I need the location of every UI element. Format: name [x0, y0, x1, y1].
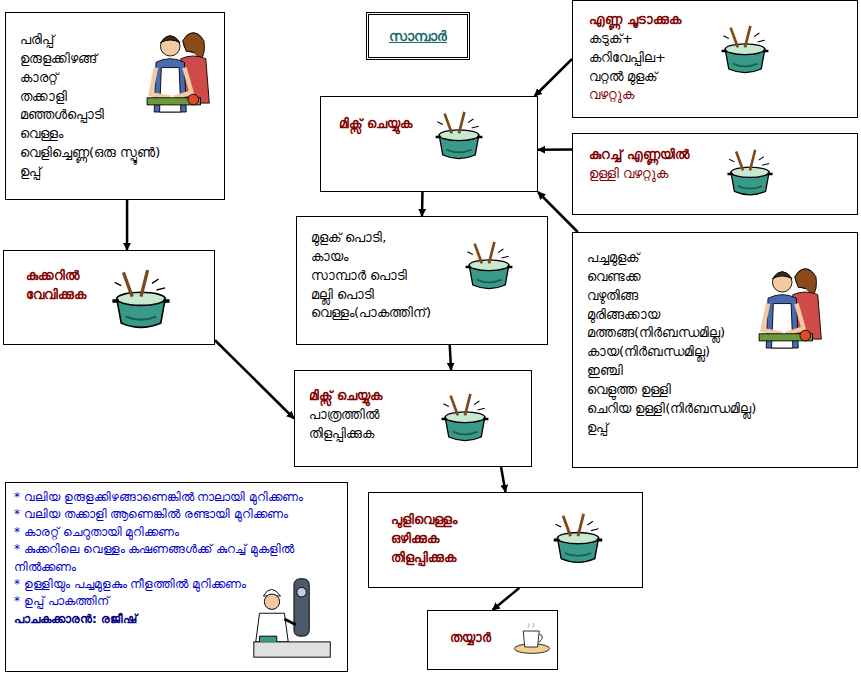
step-text: * കാരറ്റ് ചെറുതായി മുറിക്കണം — [14, 524, 339, 541]
cooking-couple — [759, 269, 821, 348]
step-text: പാത്രത്തിൽ തിളപ്പിക്കുക — [309, 406, 421, 444]
cook-icon — [254, 579, 330, 657]
step-box: പരിപ്പ്ഉരുളക്കിഴങ്ങ്കാരറ്റ്തക്കാളിമഞ്ഞൾപ… — [5, 12, 225, 200]
step-box: കുക്കറിൽ വേവിക്കുക — [3, 250, 215, 345]
step-box: എണ്ണ ചൂടാക്കുകകടുക്+കറിവേപ്പില+വറ്റൽ മുള… — [572, 0, 858, 118]
step-text: മഞ്ഞൾപ്പൊടി — [20, 106, 216, 125]
step-box: മിക്സ് ചെയ്യുകപാത്രത്തിൽ തിളപ്പിക്കുക — [294, 370, 532, 467]
step-box: പച്ചമുളക്വെണ്ടക്കവഴുതിങ്ങമുരിങ്ങക്കായമത്… — [572, 232, 858, 468]
ready-icon — [514, 623, 549, 653]
step-text: വെളിച്ചെണ്ണ(ഒരു സ്പൂൺ) — [20, 144, 216, 163]
step-text: പാചകക്കാരൻ: രജീഷ് — [14, 611, 339, 628]
flow-arrow — [450, 345, 451, 370]
step-text: വെള്ളം(പാകത്തിന്) — [311, 304, 467, 323]
step-text: മത്തങ്ങ(നിർബന്ധമില്ല) — [587, 324, 849, 343]
flow-arrow — [535, 59, 572, 96]
step-box: മിക്സ് ചെയ്യുക — [320, 96, 538, 192]
step-text: പുളിവെള്ളം ഒഴിക്കുക തിളപ്പിക്കുക — [391, 511, 482, 568]
step-text: ഉപ്പ് — [587, 419, 849, 438]
step-text: * ഉപ്പ് പാകത്തിന് — [14, 593, 339, 610]
diagram-title: സാമ്പാർ — [389, 26, 447, 46]
pot-icon — [466, 242, 513, 289]
step-text: തയ്യാർ — [450, 629, 505, 648]
step-box: മുളക് പൊടി,കായംസാമ്പാർ പൊടിമല്ലി പൊടിവെള… — [296, 216, 548, 345]
title-box: സാമ്പാർ — [366, 12, 470, 60]
step-text: മിക്സ് ചെയ്യുക — [339, 115, 427, 134]
flow-arrow — [538, 148, 572, 151]
step-text: കാരറ്റ് — [20, 69, 216, 88]
step-text: കുറച്ച് എണ്ണയിൽ — [589, 146, 737, 165]
step-text: തക്കാളി — [20, 88, 216, 107]
step-text: വഴുതിങ്ങ — [587, 287, 849, 306]
pot-icon — [442, 394, 489, 441]
step-text: പരിപ്പ് — [20, 31, 216, 50]
step-text: ഉപ്പ് — [20, 163, 216, 182]
pot-icon — [436, 112, 483, 159]
flow-arrow — [126, 200, 129, 250]
step-text: മിക്സ് ചെയ്യുക — [309, 387, 421, 406]
step-box: * വലിയ ഉരുളക്കിഴങ്ങാണെങ്കിൽ നാലായി മുറിക… — [5, 482, 348, 672]
cooking-couple — [147, 33, 209, 112]
step-box: തയ്യാർ — [427, 610, 558, 670]
step-text: സാമ്പാർ പൊടി — [311, 267, 467, 286]
step-text: മുളക് പൊടി, — [311, 229, 467, 248]
step-text: വെളുത്ത ഉള്ളി — [587, 381, 849, 400]
step-text: ഇഞ്ചി — [587, 362, 849, 381]
pot-icon — [554, 514, 603, 563]
step-text: വെണ്ടക്ക — [587, 268, 849, 287]
pot-icon — [727, 150, 772, 195]
step-text: * ഉള്ളിയും പച്ചമുളകും നീളത്തിൽ മുറിക്കണം — [14, 576, 339, 593]
step-text: കുക്കറിൽ വേവിക്കുക — [26, 267, 110, 305]
flow-arrow — [421, 192, 424, 216]
step-text: ചെറിയ ഉള്ളി(നിർബന്ധമില്ല) — [587, 400, 849, 419]
flow-arrow — [501, 467, 505, 492]
step-text: * വലിയ തക്കാളി ആണെങ്കിൽ രണ്ടായി മുറിക്കണ… — [14, 506, 339, 523]
step-text: വെള്ളം — [20, 125, 216, 144]
pot-icon — [722, 26, 769, 73]
step-box: കുറച്ച് എണ്ണയിൽഉള്ളി വഴറ്റുക — [572, 133, 858, 215]
step-text: കായം — [311, 248, 467, 267]
step-text: കായ(നിർബന്ധമില്ല) — [587, 343, 849, 362]
step-text: ഉരുളക്കിഴങ്ങ് — [20, 50, 216, 69]
step-text: പച്ചമുളക് — [587, 249, 849, 268]
step-text: വഴറ്റുക — [589, 86, 757, 105]
step-text: മുരിങ്ങക്കായ — [587, 306, 849, 325]
step-box: പുളിവെള്ളം ഒഴിക്കുക തിളപ്പിക്കുക — [368, 492, 643, 588]
step-text: കടുക്+ — [589, 30, 757, 49]
step-text: * വലിയ ഉരുളക്കിഴങ്ങാണെങ്കിൽ നാലായി മുറിക… — [14, 489, 339, 506]
step-text: മല്ലി പൊടി — [311, 286, 467, 305]
step-text: ഉള്ളി വഴറ്റുക — [589, 165, 737, 184]
step-text: വറ്റൽ മുളക് — [589, 68, 757, 87]
step-text: കറിവേപ്പില+ — [589, 49, 757, 68]
flow-arrow — [215, 340, 294, 418]
step-text: * കുക്കറിലെ വെള്ളം കഷണങ്ങൾക്ക് കുറച്ച് മ… — [14, 541, 339, 576]
flow-arrow — [493, 588, 520, 610]
pot-icon — [112, 270, 169, 327]
step-text: എണ്ണ ചൂടാക്കുക — [589, 11, 757, 30]
